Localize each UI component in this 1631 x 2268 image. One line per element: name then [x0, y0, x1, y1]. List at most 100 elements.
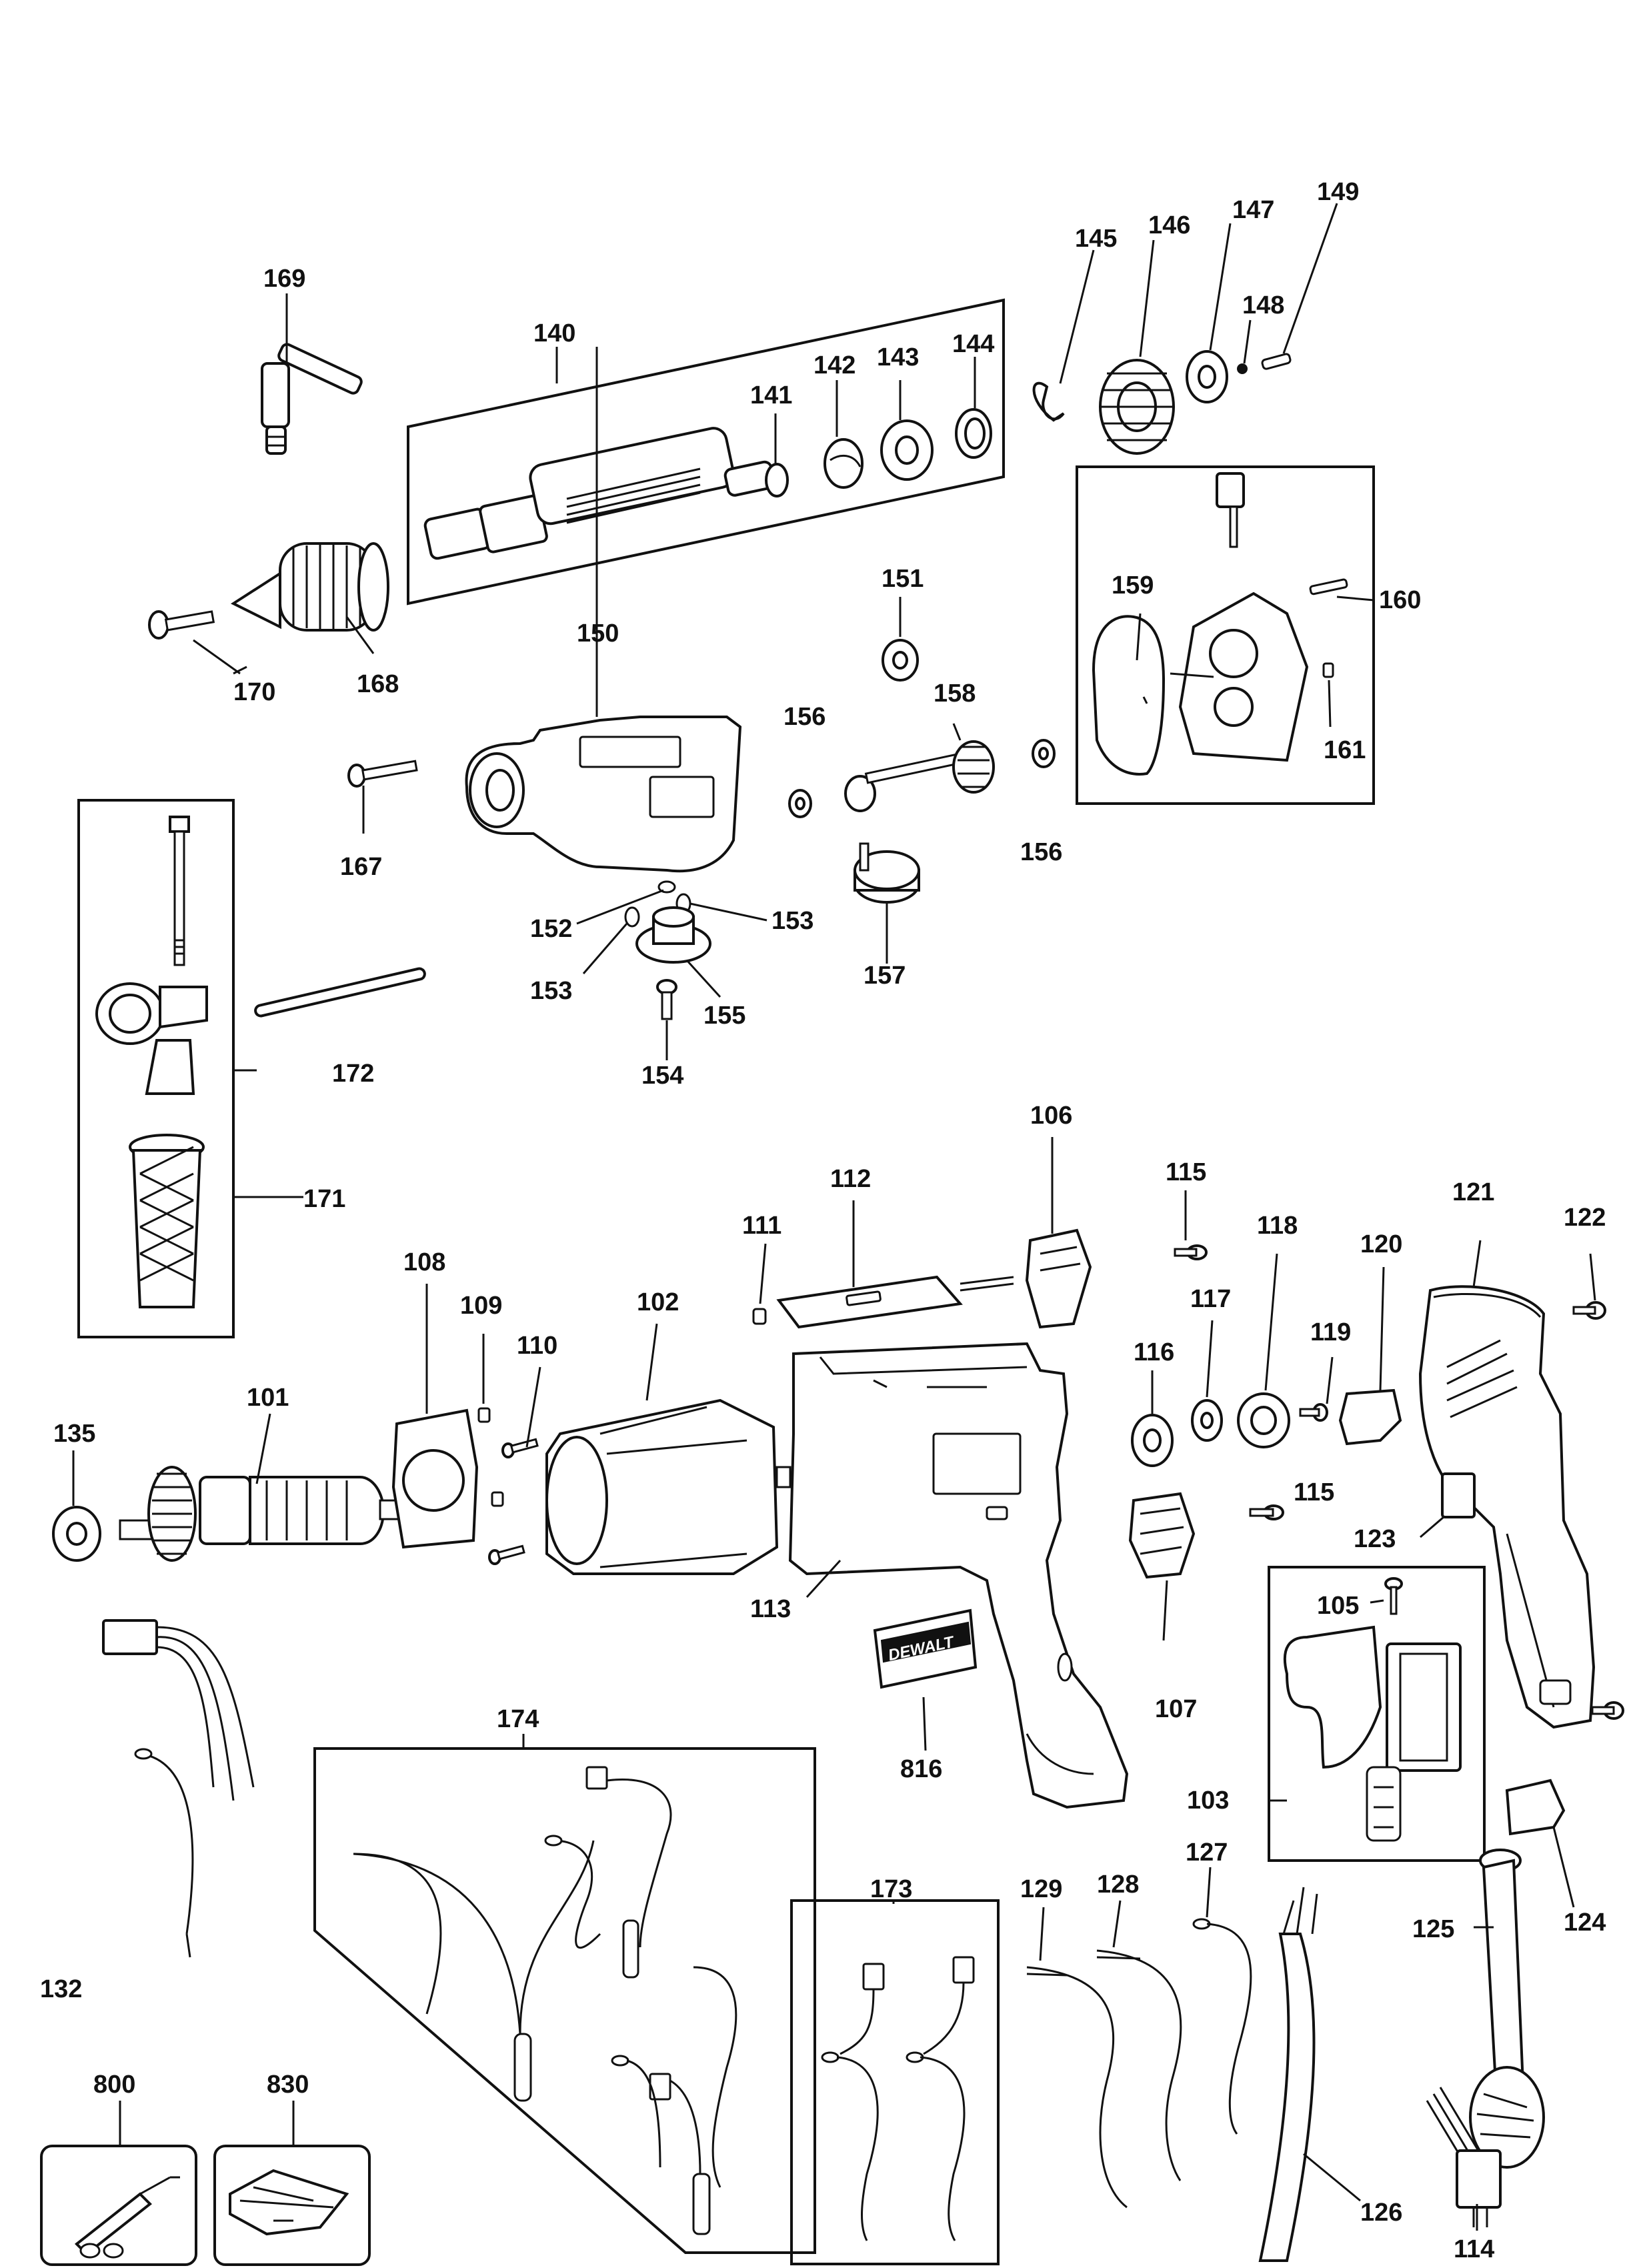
- washer-156-right: [1032, 739, 1056, 768]
- label-160: 160: [1379, 586, 1421, 614]
- label-129: 129: [1020, 1875, 1062, 1903]
- label-121: 121: [1452, 1178, 1494, 1206]
- label-174-text: 174: [497, 1705, 539, 1733]
- label-106: 106: [1030, 1102, 1072, 1130]
- lead-128: [1096, 1949, 1182, 2181]
- label-140: 140: [533, 319, 575, 347]
- label-144: 144: [952, 330, 994, 358]
- wire-set-132: [102, 1619, 255, 1935]
- holder-107: [1128, 1492, 1196, 1579]
- label-113: 113: [750, 1595, 791, 1623]
- screw-110-upper: [501, 1438, 539, 1458]
- label-123: 123: [1354, 1525, 1396, 1553]
- label-168: 168: [357, 670, 399, 698]
- label-147: 147: [1232, 196, 1274, 224]
- label-125: 125: [1412, 1915, 1454, 1943]
- label-155: 155: [703, 1002, 745, 1030]
- box-140-spindle-group: [407, 298, 1005, 606]
- lead-127: [1192, 1918, 1252, 2135]
- label-132: 132: [40, 1975, 82, 2003]
- label-102: 102: [637, 1288, 679, 1316]
- label-153b: 153: [530, 977, 572, 1005]
- label-115b: 115: [1294, 1478, 1334, 1506]
- pin-109: [477, 1407, 491, 1423]
- label-171: 171: [303, 1185, 345, 1213]
- label-141: 141: [750, 381, 792, 409]
- label-152: 152: [530, 915, 572, 943]
- leader-lines: [72, 203, 1596, 2231]
- label-127: 127: [1186, 1839, 1228, 1867]
- wire-kit-174: [353, 1766, 737, 2235]
- label-800: 800: [93, 2071, 135, 2099]
- label-167: 167: [340, 853, 382, 881]
- circlip-145: [1032, 381, 1065, 422]
- motor-housing-113: [788, 1342, 1129, 1809]
- label-145: 145: [1075, 225, 1117, 253]
- screw-170: [148, 610, 215, 640]
- chuck-key-169: [261, 343, 363, 455]
- screw-110-lower: [488, 1544, 525, 1565]
- label-105: 105: [1317, 1592, 1359, 1620]
- lead-129: [1026, 1966, 1128, 2209]
- label-172: 172: [332, 1060, 374, 1088]
- handle-121: [1418, 1285, 1596, 1729]
- washer-156-left: [788, 789, 812, 818]
- screw-154: [656, 979, 677, 1020]
- screw-115-upper: [1174, 1244, 1208, 1260]
- label-126: 126: [1360, 2199, 1402, 2227]
- screw-handle-lower: [1591, 1701, 1624, 1720]
- switch-103: [1283, 1625, 1462, 1842]
- box-173-brush-kit: [790, 1899, 1000, 2265]
- screw-115-lower: [1249, 1504, 1284, 1520]
- label-156a: 156: [783, 703, 826, 731]
- bearing-147: [1186, 350, 1228, 403]
- label-150: 150: [577, 620, 619, 648]
- gear-housing-150: [465, 716, 742, 873]
- label-107: 107: [1155, 1695, 1197, 1723]
- cord-protector-125: [1469, 1849, 1545, 2169]
- label-115a: 115: [1166, 1158, 1206, 1186]
- label-118: 118: [1257, 1212, 1298, 1240]
- box-160-cover-group: [1076, 465, 1375, 805]
- label-154: 154: [641, 1062, 683, 1090]
- screw-105: [1384, 1577, 1403, 1615]
- label-143: 143: [877, 343, 919, 371]
- washer-151: [882, 639, 919, 682]
- power-cord-126: [1258, 1887, 1318, 2262]
- screw-122: [1572, 1301, 1606, 1320]
- cord-clamp-124: [1505, 1779, 1566, 1836]
- depth-rod-172: [254, 967, 426, 1018]
- bearing-135: [52, 1506, 101, 1562]
- label-161: 161: [1324, 736, 1366, 764]
- armature-101: [119, 1466, 411, 1562]
- block-123: [1441, 1472, 1476, 1518]
- washer-117: [1191, 1399, 1223, 1442]
- label-153a: 153: [771, 907, 813, 935]
- collar-142: [824, 438, 864, 489]
- drill-chuck-168: [230, 542, 389, 632]
- carrier-106: [1025, 1228, 1092, 1329]
- label-169: 169: [263, 265, 305, 293]
- label-111: 111: [742, 1212, 781, 1240]
- label-158: 158: [934, 680, 976, 708]
- field-102: [545, 1398, 791, 1575]
- label-128: 128: [1097, 1871, 1139, 1899]
- ball-148: [1237, 363, 1248, 374]
- spindle-140: [423, 427, 775, 560]
- label-101: 101: [247, 1384, 289, 1412]
- label-117: 117: [1190, 1285, 1231, 1313]
- box-174-wire-kit: [313, 1747, 816, 2254]
- box-103-switch-group: [1268, 1566, 1486, 1862]
- label-157: 157: [864, 962, 906, 990]
- label-124: 124: [1564, 1909, 1606, 1937]
- label-151: 151: [882, 565, 924, 593]
- tool-800: [74, 2176, 180, 2259]
- gear-cover-160: [1092, 472, 1348, 776]
- cam-157: [854, 842, 920, 904]
- label-135: 135: [53, 1420, 95, 1448]
- bearing-143: [880, 419, 934, 481]
- part-labels: 169 140 141 142 143 144 145 146 147 148 …: [40, 178, 1606, 2263]
- knob-155: [635, 906, 711, 964]
- label-142: 142: [813, 351, 856, 379]
- box-800-tool: [40, 2145, 197, 2266]
